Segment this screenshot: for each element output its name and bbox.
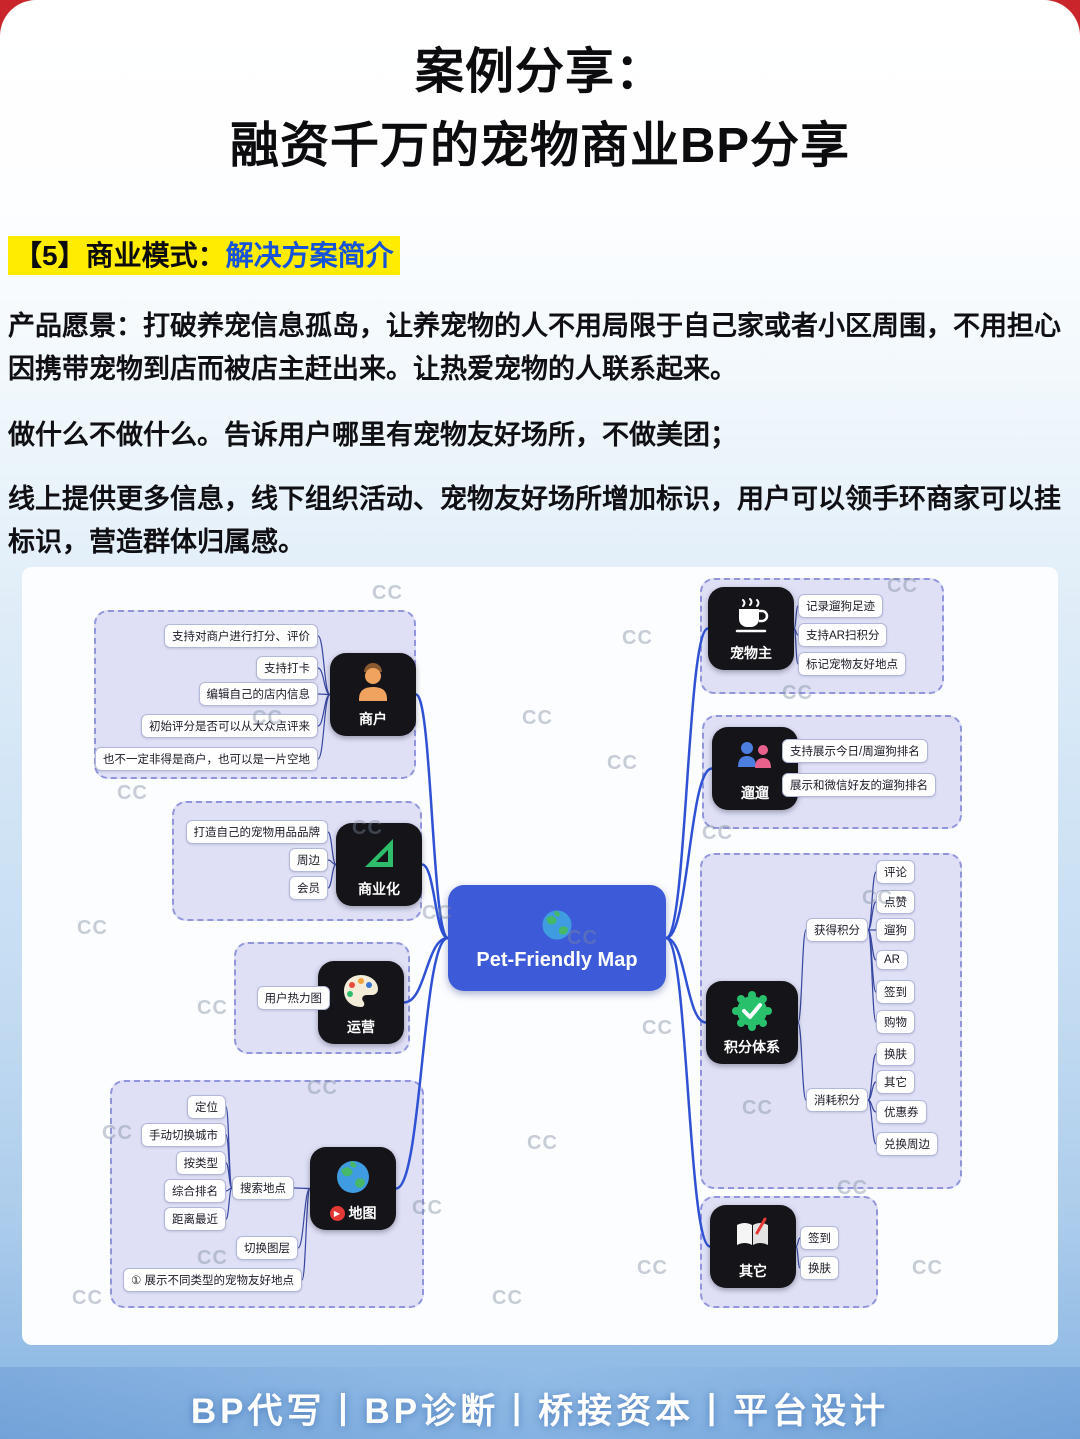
leaf-other-signin: 签到 xyxy=(800,1226,839,1250)
people-icon xyxy=(738,742,771,768)
branch-label-walk: 遛遛 xyxy=(741,785,769,801)
leaf-spend-coupon: 优惠券 xyxy=(876,1100,927,1124)
post-title: 案例分享： 融资千万的宠物商业BP分享 xyxy=(0,36,1080,183)
leaf-merchant-edit-info: 编辑自己的店内信息 xyxy=(198,682,318,706)
person-icon xyxy=(359,663,387,701)
leaf-other-skin: 换肤 xyxy=(800,1256,839,1280)
watermark: CC xyxy=(622,627,653,649)
watermark: CC xyxy=(642,1017,673,1039)
watermark: CC xyxy=(527,1132,558,1154)
leaf-petowner-mark-place: 标记宠物友好地点 xyxy=(798,652,906,676)
branch-label-pet-owner: 宠物主 xyxy=(730,645,772,661)
center-node-label: Pet-Friendly Map xyxy=(476,948,638,971)
mindmap-panel: Pet-Friendly Map 商户 商业化 运营 ▶地图 宠物主 遛遛 xyxy=(22,567,1058,1345)
leaf-walk-daily-ranking: 支持展示今日/周遛狗排名 xyxy=(782,739,928,763)
palette-icon xyxy=(344,975,378,1007)
branch-node-commercial: 商业化 xyxy=(336,823,422,906)
watermark: CC xyxy=(197,997,228,1019)
leaf-merchant-rating: 支持对商户进行打分、评价 xyxy=(164,624,318,648)
branch-node-operation: 运营 xyxy=(318,961,404,1044)
watermark: CC xyxy=(607,752,638,774)
branch-label-map: 地图 xyxy=(348,1205,377,1221)
subnode-spend-points: 消耗积分 xyxy=(806,1088,868,1112)
paragraph-vision: 产品愿景：打破养宠信息孤岛，让养宠物的人不用局限于自己家或者小区周围，不用担心因… xyxy=(8,311,1061,385)
leaf-search-nearest: 距离最近 xyxy=(164,1207,226,1231)
leaf-merchant-open-space: 也不一定非得是商户，也可以是一片空地 xyxy=(95,747,318,771)
watermark: CC xyxy=(912,1257,943,1279)
leaf-earn-dog-walk: 遛狗 xyxy=(876,918,915,942)
watermark: CC xyxy=(637,1257,668,1279)
leaf-spend-merch: 兑换周边 xyxy=(876,1132,938,1156)
leaf-spend-other: 其它 xyxy=(876,1070,915,1094)
leaf-spend-skin: 换肤 xyxy=(876,1042,915,1066)
watermark: CC xyxy=(77,917,108,939)
branch-node-points: 积分体系 xyxy=(706,981,798,1064)
leaf-search-by-type: 按类型 xyxy=(175,1151,226,1175)
play-badge-icon: ▶ xyxy=(329,1205,345,1221)
branch-node-merchant: 商户 xyxy=(330,653,416,736)
leaf-search-switch-city: 手动切换城市 xyxy=(141,1123,226,1147)
card-rounded-top xyxy=(0,0,1080,46)
footer-band xyxy=(0,1367,1080,1439)
map-globe-icon xyxy=(337,1161,369,1193)
leaf-earn-like: 点赞 xyxy=(876,890,915,914)
globe-icon xyxy=(542,909,572,940)
leaf-merchant-initial-score: 初始评分是否可以从大众点评来 xyxy=(141,714,318,738)
leaf-map-show-types: ① 展示不同类型的宠物友好地点 xyxy=(122,1268,302,1292)
leaf-earn-signin: 签到 xyxy=(876,980,915,1004)
subnode-search-place: 搜索地点 xyxy=(232,1176,294,1200)
leaf-commercial-brand: 打造自己的宠物用品品牌 xyxy=(185,820,328,844)
leaf-earn-comment: 评论 xyxy=(876,860,915,884)
leaf-commercial-membership: 会员 xyxy=(289,876,328,900)
leaf-walk-wechat-ranking: 展示和微信好友的遛狗排名 xyxy=(782,773,936,797)
footer-services: BP代写丨BP诊断丨桥接资本丨平台设计 xyxy=(190,1392,890,1431)
post-title-line1: 案例分享： xyxy=(414,45,665,99)
leaf-map-switch-layer: 切换图层 xyxy=(236,1236,298,1260)
branch-label-other: 其它 xyxy=(739,1263,767,1279)
paragraph-scope: 做什么不做什么。告诉用户哪里有宠物友好场所，不做美团； xyxy=(8,420,737,450)
leaf-merchant-checkin: 支持打卡 xyxy=(256,656,318,680)
branch-label-merchant: 商户 xyxy=(359,711,387,727)
branch-node-map: ▶地图 xyxy=(310,1147,396,1230)
watermark: CC xyxy=(372,582,403,604)
leaf-search-ranking: 综合排名 xyxy=(164,1179,226,1203)
subnode-earn-points: 获得积分 xyxy=(806,918,868,942)
check-badge-icon xyxy=(732,991,772,1031)
branch-label-points: 积分体系 xyxy=(724,1039,780,1055)
leaf-commercial-merch: 周边 xyxy=(289,848,328,872)
branch-label-operation: 运营 xyxy=(347,1019,375,1035)
branch-label-commercial: 商业化 xyxy=(358,881,400,897)
branch-node-pet-owner: 宠物主 xyxy=(708,587,794,670)
post-title-line2: 融资千万的宠物商业BP分享 xyxy=(229,118,851,173)
paragraph-online-offline: 线上提供更多信息，线下组织活动、宠物友好场所增加标识，用户可以领手环商家可以挂标… xyxy=(8,484,1061,558)
section-header: 【5】商业模式：解决方案简介 xyxy=(8,236,400,275)
leaf-petowner-ar-points: 支持AR扫积分 xyxy=(798,623,888,647)
leaf-operation-heatmap: 用户热力图 xyxy=(256,986,330,1010)
coffee-icon xyxy=(735,598,769,633)
section-header-highlight: 解决方案简介 xyxy=(225,240,394,271)
center-node-pet-friendly-map: Pet-Friendly Map xyxy=(448,885,666,991)
leaf-earn-shopping: 购物 xyxy=(876,1010,915,1034)
leaf-search-locate: 定位 xyxy=(187,1095,226,1119)
leaf-earn-ar: AR xyxy=(876,950,908,970)
branch-node-other: 其它 xyxy=(710,1205,796,1288)
set-square-icon xyxy=(365,839,393,867)
watermark: CC xyxy=(117,782,148,804)
leaf-petowner-track: 记录遛狗足迹 xyxy=(798,594,883,618)
watermark: CC xyxy=(522,707,553,729)
book-icon xyxy=(737,1217,768,1245)
section-header-prefix: 【5】商业模式： xyxy=(14,240,226,271)
watermark: CC xyxy=(72,1287,103,1309)
watermark: CC xyxy=(492,1287,523,1309)
